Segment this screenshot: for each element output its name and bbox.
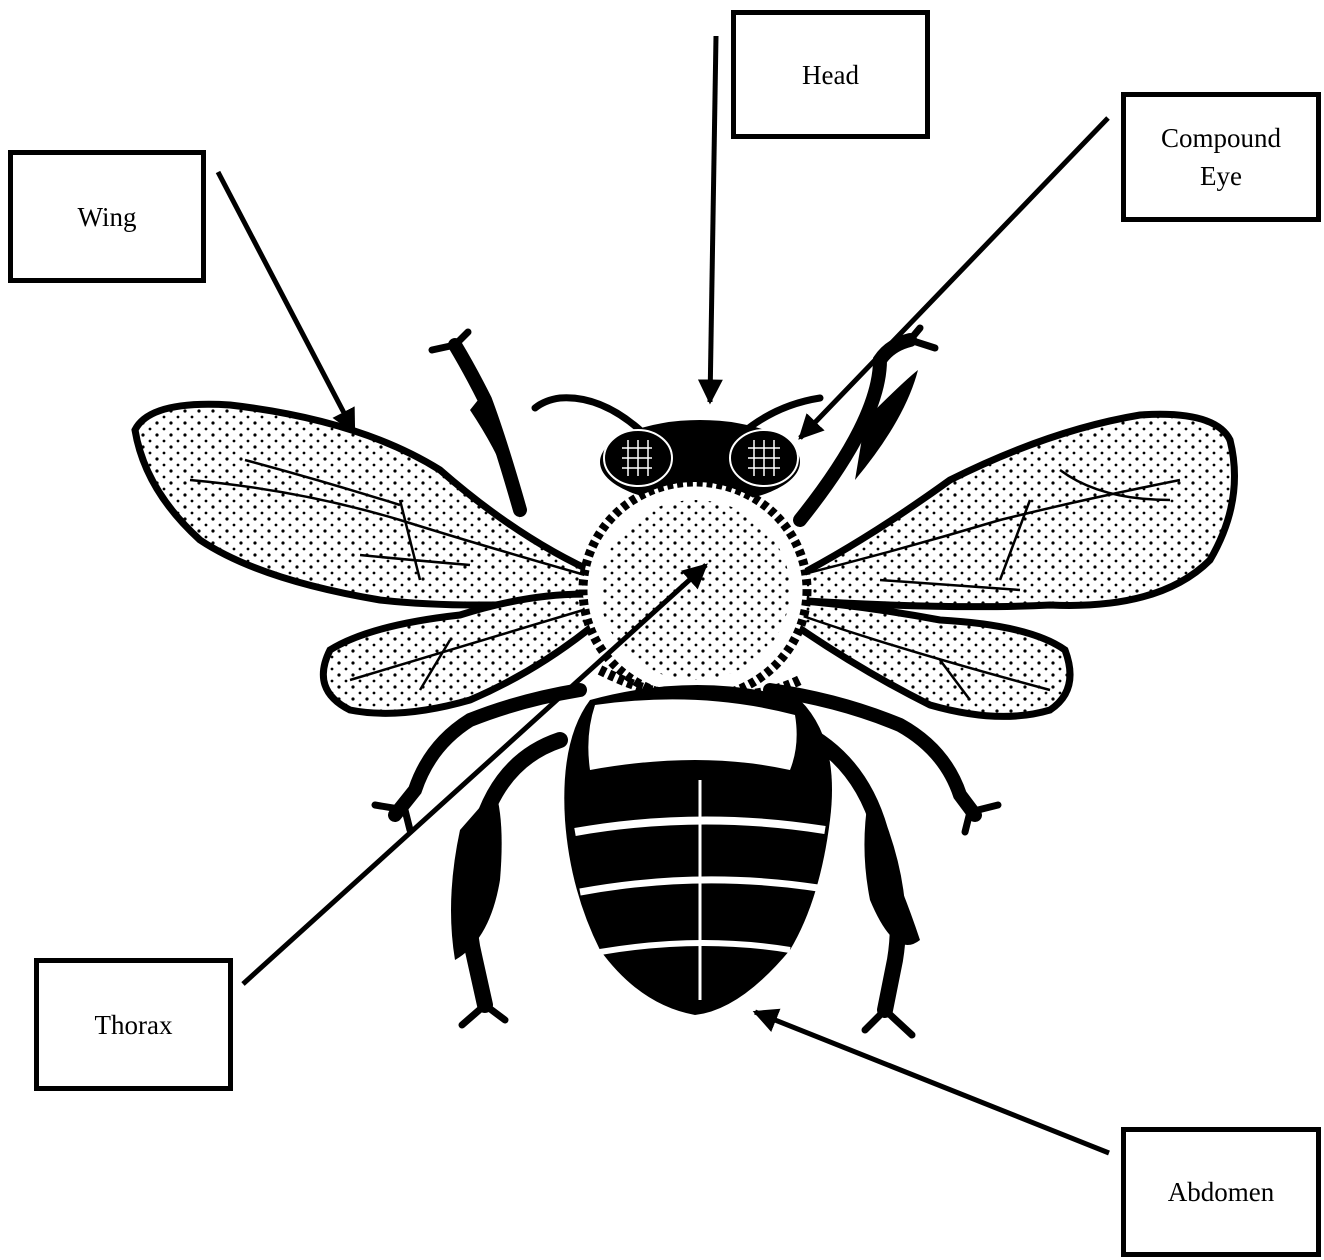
compound-eye-label-box: Compound Eye [1121,92,1321,222]
left-forewing [135,404,600,605]
thorax-label: Thorax [95,1006,173,1044]
compound-eye-label: Compound Eye [1161,119,1281,195]
front-right-leg [800,328,935,520]
abdomen-label: Abdomen [1168,1173,1274,1211]
head-pointer [710,36,716,402]
compound-eye-pointer [800,118,1108,438]
bee-thorax [583,482,807,698]
head-label: Head [802,56,859,94]
bee-abdomen [564,685,832,1015]
head-label-box: Head [731,10,930,139]
abdomen-pointer [755,1012,1109,1153]
abdomen-label-box: Abdomen [1121,1127,1321,1257]
wing-pointer [218,172,354,432]
thorax-label-box: Thorax [34,958,233,1091]
wing-label-box: Wing [8,150,206,283]
wing-label: Wing [78,198,137,236]
